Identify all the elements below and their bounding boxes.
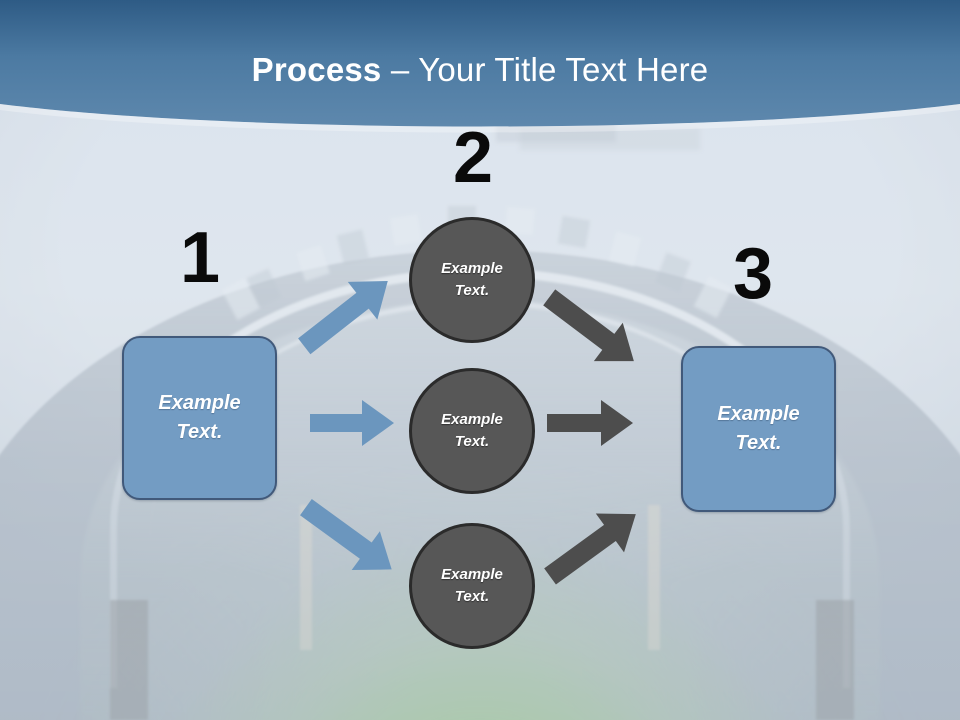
background-post [648, 505, 660, 650]
header-band [0, 0, 960, 140]
process-circle-top-line1: Example [441, 260, 503, 277]
page-title-rest: Your Title Text Here [418, 51, 709, 88]
process-circle-bottom-line2: Text. [454, 588, 490, 605]
process-circle-middle-line2: Text. [454, 433, 490, 450]
step-number-1: 1 [179, 218, 221, 298]
output-box-right[interactable]: Example Text. [681, 346, 836, 512]
output-box-right-line2: Text. [735, 432, 782, 454]
arrow-bottom-circle-to-right-box-icon [544, 505, 657, 585]
output-box-right-line1: Example [717, 403, 800, 425]
arrow-left-to-middle-circle-icon [310, 400, 394, 446]
background-slat [520, 128, 700, 150]
arrow-top-circle-to-right-box-icon [543, 287, 658, 367]
process-circle-bottom-label: Example Text. [441, 564, 503, 608]
process-circle-middle-line1: Example [441, 411, 503, 428]
process-circle-top[interactable]: Example Text. [409, 217, 535, 343]
step-number-2: 2 [452, 118, 494, 198]
process-circle-bottom-line1: Example [441, 566, 503, 583]
page-title-bold: Process [251, 51, 382, 88]
output-box-right-label: Example Text. [717, 400, 799, 458]
input-box-left-label: Example Text. [158, 389, 240, 447]
process-circle-top-label: Example Text. [441, 258, 503, 302]
step-number-3: 3 [732, 234, 774, 314]
input-box-left-line1: Example [158, 392, 241, 414]
page-title: Process – Your Title Text Here [0, 50, 960, 90]
process-circle-middle[interactable]: Example Text. [409, 368, 535, 494]
process-circle-bottom[interactable]: Example Text. [409, 523, 535, 649]
background-post [110, 600, 148, 720]
process-circle-top-line2: Text. [454, 282, 490, 299]
page-title-separator: – [381, 51, 419, 88]
input-box-left-line2: Text. [176, 421, 223, 443]
process-circle-middle-label: Example Text. [441, 409, 503, 453]
arrow-left-to-bottom-circle-icon [300, 497, 414, 577]
arrow-middle-circle-to-right-box-icon [547, 400, 633, 446]
background-post [300, 505, 312, 650]
input-box-left[interactable]: Example Text. [122, 336, 277, 500]
background-post [816, 600, 854, 720]
arrow-left-to-top-circle-icon [298, 272, 410, 355]
